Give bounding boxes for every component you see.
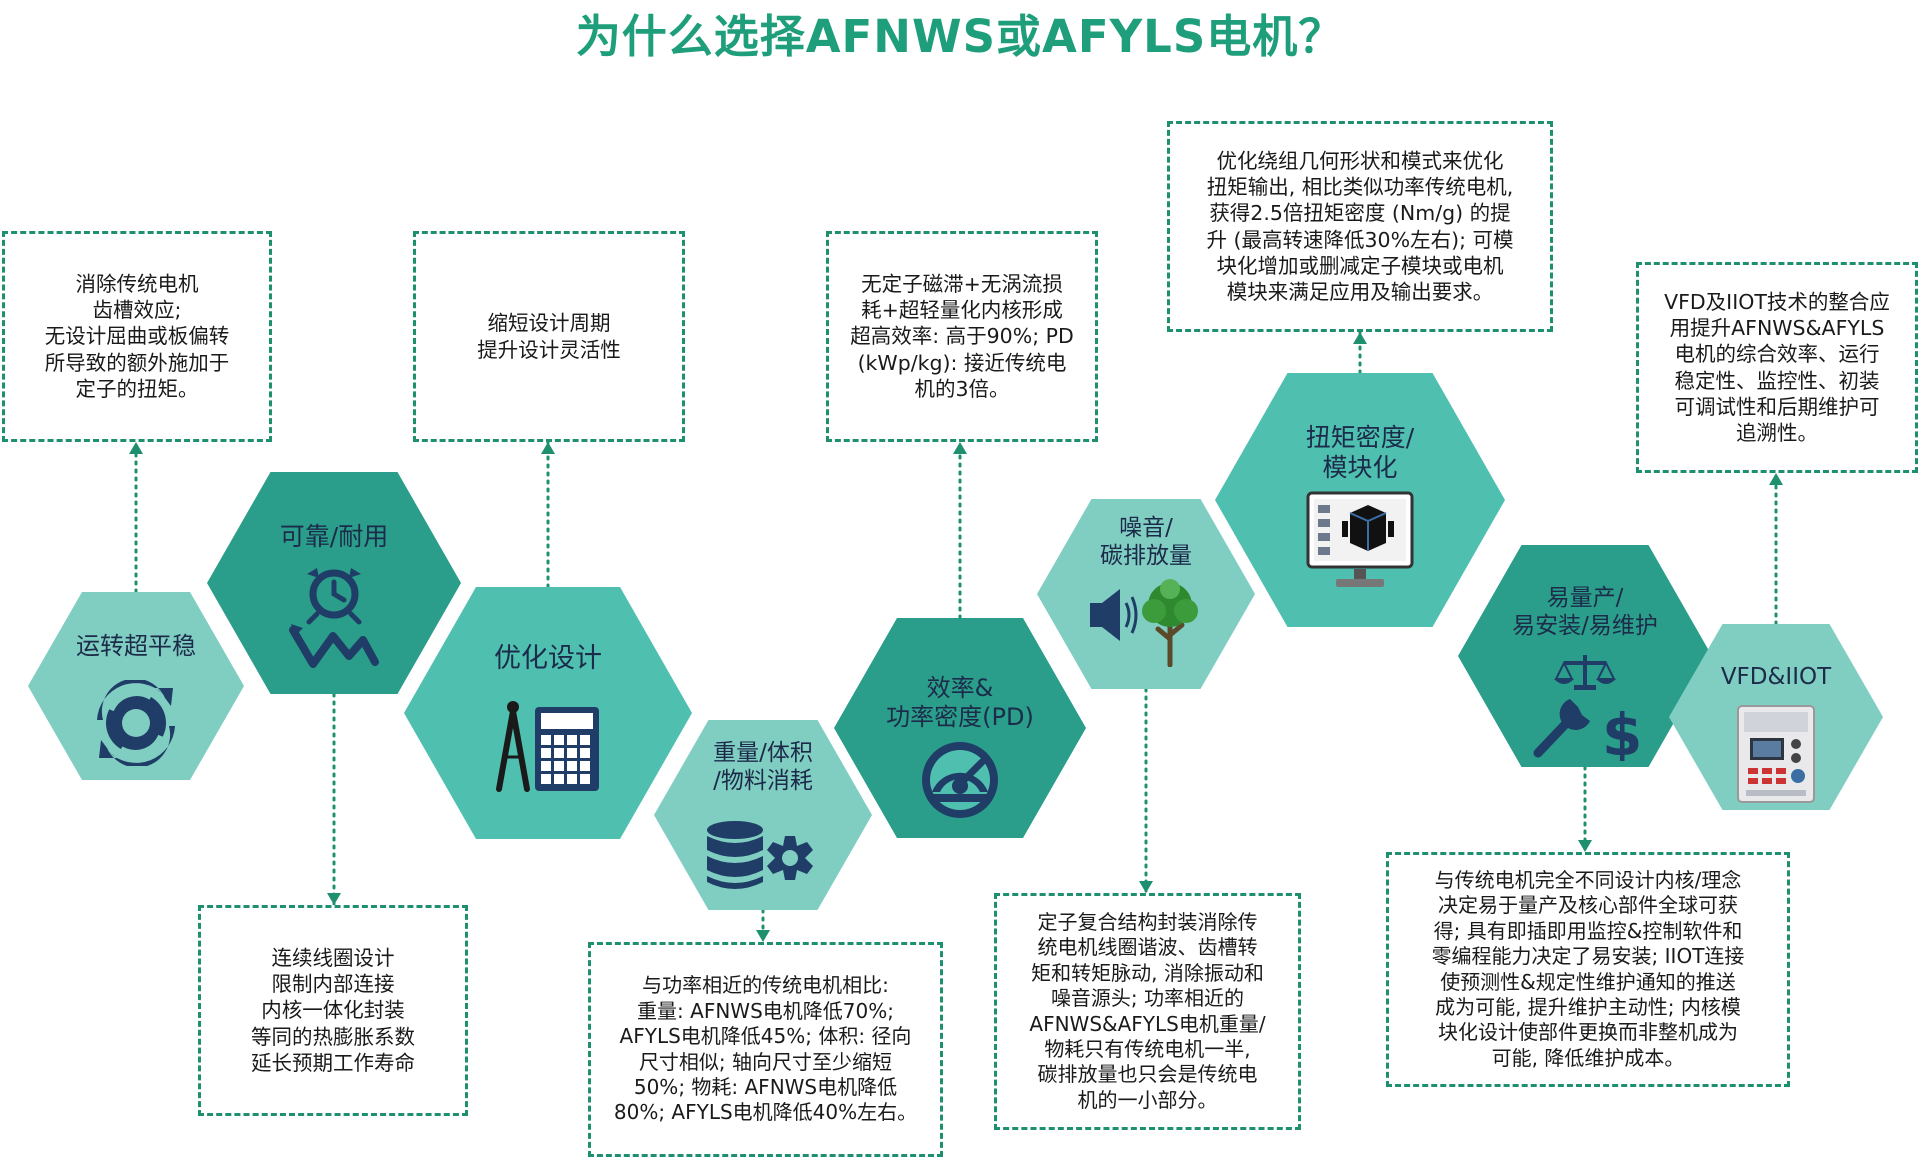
database-gear-icon	[705, 820, 821, 898]
connector-arrowhead	[1139, 881, 1153, 893]
calculator-key	[580, 774, 590, 784]
description-box-reliability: 连续线圈设计 限制内部连接 内核一体化封装 等同的热膨胀系数 延长预期工作寿命	[198, 905, 468, 1116]
connector-arrowhead	[1769, 473, 1783, 485]
description-box-weight-volume: 与功率相近的传统电机相比: 重量: AFNWS电机降低70%; AFYLS电机降…	[588, 942, 943, 1157]
page-title: 为什么选择AFNWS或AFYLS电机？	[575, 10, 1345, 63]
hex-label: 噪音/ 碳排放量	[1100, 515, 1192, 569]
connector-arrowhead	[541, 442, 555, 454]
calculator-key	[541, 748, 551, 758]
connector-arrowhead	[327, 893, 341, 905]
description-box-efficiency: 无定子磁滞+无涡流损 耗+超轻量化内核形成 超高效率: 高于90%; PD (k…	[826, 231, 1098, 442]
hex-node-optimized-design: 优化设计	[404, 587, 692, 839]
connector-arrowhead	[129, 442, 143, 454]
hex-label: VFD&IIOT	[1720, 664, 1832, 690]
description-box-smooth-operation: 消除传统电机 齿槽效应; 无设计屈曲或板偏转 所导致的额外施加于 定子的扭矩。	[2, 231, 272, 442]
hex-label: 运转超平稳	[76, 632, 196, 660]
calculator-key	[541, 735, 551, 745]
calculator-key	[554, 748, 564, 758]
description-box-mass-production: 与传统电机完全不同设计内核/理念 决定易于量产及核心部件全球可获 得; 具有即插…	[1386, 852, 1790, 1087]
speedometer-icon	[918, 738, 1002, 826]
calculator-key	[580, 748, 590, 758]
calculator-key	[580, 735, 590, 745]
scale-wrench-dollar-icon: $	[1530, 651, 1642, 767]
svg-text:$: $	[1602, 701, 1640, 761]
calculator-key	[567, 761, 577, 771]
control-panel-icon	[1736, 704, 1816, 808]
calculator-key	[554, 774, 564, 784]
calculator-key	[580, 761, 590, 771]
hex-label: 重量/体积 /物料消耗	[713, 740, 813, 794]
speaker-tree-icon	[1086, 577, 1206, 671]
description-box-vfd-iiot: VFD及IIOT技术的整合应 用提升AFNWS&AFYLS 电机的综合效率、运行…	[1636, 262, 1918, 473]
hex-label: 可靠/耐用	[279, 522, 389, 551]
connector-arrowhead	[953, 442, 967, 454]
calculator-key	[567, 774, 577, 784]
hex-node-noise-emissions: 噪音/ 碳排放量	[1037, 499, 1255, 689]
monitor-cube-icon	[1306, 491, 1414, 597]
calculator-key	[541, 761, 551, 771]
connector-arrowhead	[1578, 840, 1592, 852]
hex-node-torque-density: 扭矩密度/ 模块化	[1215, 373, 1505, 627]
calculator-key	[554, 761, 564, 771]
hex-node-mass-production: 易量产/ 易安装/易维护 $	[1458, 545, 1712, 767]
hex-label: 效率& 功率密度(PD)	[886, 674, 1034, 731]
hex-label: 易量产/ 易安装/易维护	[1512, 585, 1658, 639]
description-box-noise-emissions: 定子复合结构封装消除传 统电机线圈谐波、齿槽转 矩和转矩脉动, 消除振动和 噪音…	[994, 893, 1301, 1130]
calculator-key	[567, 748, 577, 758]
connector-arrowhead	[1353, 332, 1367, 344]
description-box-torque-density: 优化绕组几何形状和模式来优化 扭矩输出, 相比类似功率传统电机, 获得2.5倍扭…	[1167, 121, 1553, 332]
hex-label: 扭矩密度/ 模块化	[1305, 423, 1415, 482]
calculator-key	[541, 774, 551, 784]
description-box-optimized-design: 缩短设计周期 提升设计灵活性	[413, 231, 685, 442]
alarm-clock-chart-icon	[289, 564, 379, 678]
compass-calculator-icon	[493, 697, 603, 797]
hex-node-efficiency: 效率& 功率密度(PD)	[834, 618, 1086, 838]
rotate-sync-icon	[93, 678, 179, 770]
hex-label: 优化设计	[494, 643, 602, 674]
connector-arrowhead	[756, 930, 770, 942]
calculator-key	[567, 735, 577, 745]
calculator-key	[554, 735, 564, 745]
